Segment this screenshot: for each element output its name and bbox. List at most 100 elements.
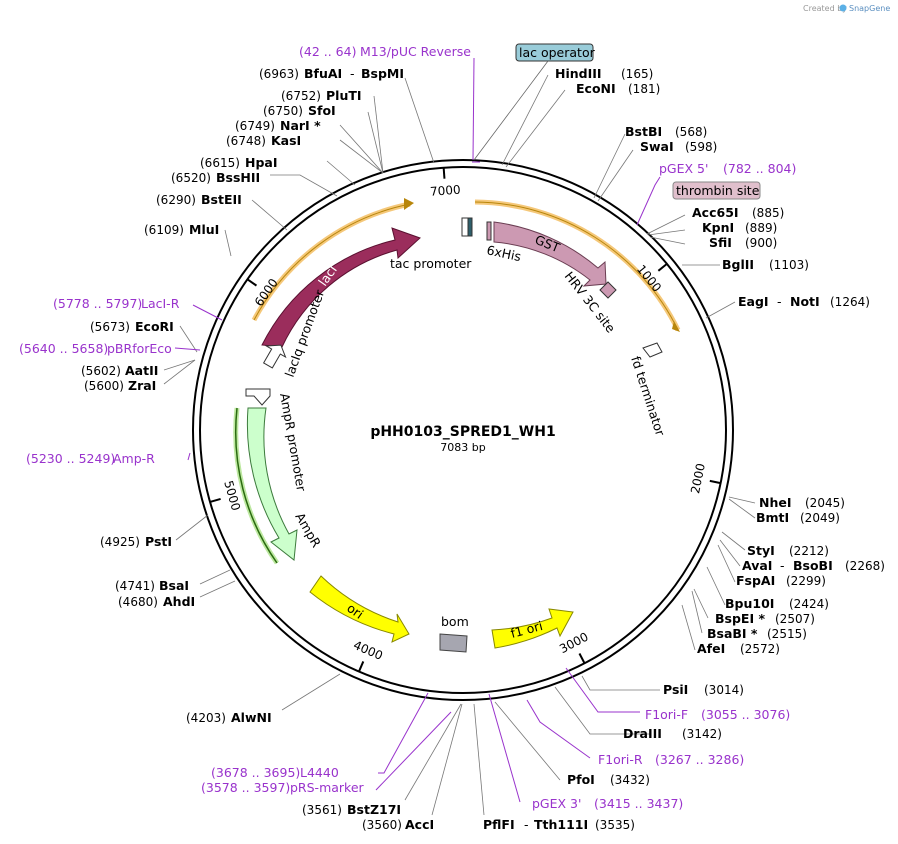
enzyme-PstI[interactable]: PstI — [145, 534, 172, 549]
primer-range: (3578 .. 3597) — [201, 780, 290, 795]
enzyme-pos: (4741) — [115, 579, 155, 593]
primer-range: (5640 .. 5658) — [19, 341, 108, 356]
enzyme-pos: (568) — [675, 125, 707, 139]
enzyme-BsaBI[interactable]: BsaBI * — [707, 626, 758, 641]
enzyme-BstBI[interactable]: BstBI — [625, 124, 662, 139]
primer-pBRforEco[interactable]: pBRforEco — [107, 341, 172, 356]
feature-f1-ori[interactable]: f1 ori — [491, 608, 574, 649]
enzyme-pos: (3142) — [682, 727, 722, 741]
enzyme-BssHII[interactable]: BssHII — [216, 170, 260, 185]
enzyme-AatII[interactable]: AatII — [125, 363, 158, 378]
feature-6xHis[interactable]: 6xHis — [485, 221, 522, 264]
enzyme-AccI[interactable]: AccI — [405, 817, 434, 832]
primer-M13-pUC-Reverse[interactable]: M13/pUC Reverse — [360, 44, 471, 59]
enzyme-PflFI[interactable]: PflFI — [483, 817, 515, 832]
enzyme-AfeI[interactable]: AfeI — [697, 641, 725, 656]
enzyme-PsiI[interactable]: PsiI — [663, 682, 688, 697]
enzyme-StyI[interactable]: StyI — [747, 543, 775, 558]
tick-mark — [442, 167, 446, 179]
enzyme-SfiI[interactable]: SfiI — [709, 235, 732, 250]
feature-ori[interactable]: ori — [309, 575, 410, 643]
enzyme-Bpu10I[interactable]: Bpu10I — [725, 596, 774, 611]
enzyme-AhdI[interactable]: AhdI — [163, 594, 195, 609]
enzyme-BsaI[interactable]: BsaI — [159, 578, 189, 593]
enzyme-HindIII[interactable]: HindIII — [555, 66, 602, 81]
enzyme-BstEII[interactable]: BstEII — [201, 192, 242, 207]
enzyme-HpaI[interactable]: HpaI — [245, 155, 278, 170]
enzyme-FspAI[interactable]: FspAI — [736, 573, 775, 588]
enzyme-pos: (4680) — [118, 595, 158, 609]
enzyme-ZraI[interactable]: ZraI — [128, 378, 156, 393]
enzyme-MluI[interactable]: MluI — [189, 222, 219, 237]
enzyme-KasI[interactable]: KasI — [271, 133, 301, 148]
feature-tac-promoter[interactable]: tac promoter — [390, 217, 473, 271]
enzyme-pos: (4925) — [100, 535, 140, 549]
enzyme-PfoI[interactable]: PfoI — [567, 772, 595, 787]
enzyme-KpnI[interactable]: KpnI — [702, 220, 734, 235]
primer-pGEX-5[interactable]: pGEX 5' — [659, 161, 708, 176]
enzyme-NheI[interactable]: NheI — [759, 495, 792, 510]
enzyme-labels: HindIII (165) EcoNI (181) BstBI (568) Sw… — [81, 66, 885, 832]
enzyme-pos: (3561) — [302, 803, 342, 817]
enzyme-EagI[interactable]: EagI — [738, 294, 769, 309]
tick-mark — [246, 278, 258, 287]
primer-pRS-marker[interactable]: pRS-marker — [290, 780, 365, 795]
primer-pGEX-3[interactable]: pGEX 3' — [532, 796, 581, 811]
tick-label: 7000 — [430, 183, 461, 199]
enzyme-pos: (2212) — [789, 544, 829, 558]
tick-label: 4000 — [351, 638, 385, 663]
enzyme-AlwNI[interactable]: AlwNI — [231, 710, 272, 725]
enzyme-pos: (900) — [745, 236, 777, 250]
plasmid-length: 7083 bp — [440, 441, 485, 454]
primer-F1ori-R[interactable]: F1ori-R — [598, 752, 643, 767]
primer-LacI-R[interactable]: LacI-R — [141, 296, 180, 311]
feature-GST[interactable]: GST — [493, 221, 607, 287]
feature-lacI[interactable]: lacI — [261, 227, 421, 348]
enzyme-pos: (2299) — [786, 574, 826, 588]
primer-range: (5778 .. 5797) — [53, 296, 142, 311]
enzyme-BspEI[interactable]: BspEI * — [715, 611, 765, 626]
enzyme-pos: (3535) — [595, 818, 635, 832]
enzyme-SfoI[interactable]: SfoI — [308, 103, 336, 118]
enzyme-pos: (6752) — [281, 89, 321, 103]
feature-bom[interactable]: bom — [439, 614, 469, 653]
enzyme-pos: (2515) — [767, 627, 807, 641]
AmpR-promoter-label: AmpR promoter — [277, 392, 309, 493]
enzyme-BmtI[interactable]: BmtI — [756, 510, 789, 525]
enzyme-AvaI[interactable]: AvaI — [742, 558, 772, 573]
lac-operator-box[interactable]: lac operator — [473, 43, 596, 161]
enzyme-Acc65I[interactable]: Acc65I — [692, 205, 739, 220]
primer-L4440[interactable]: L4440 — [300, 765, 339, 780]
enzyme-pos: (1264) — [830, 295, 870, 309]
enzyme-NarI[interactable]: NarI * — [280, 118, 321, 133]
enzyme-pos: (181) — [628, 82, 660, 96]
primer-Amp-R[interactable]: Amp-R — [113, 451, 155, 466]
enzyme-DraIII[interactable]: DraIII — [623, 726, 662, 741]
primer-range: (3415 .. 3437) — [594, 796, 683, 811]
enzyme-BfuAI[interactable]: BfuAI — [304, 66, 342, 81]
enzyme-pos: (4203) — [186, 711, 226, 725]
enzyme-BglII[interactable]: BglII — [722, 257, 754, 272]
enzyme-pos: (165) — [621, 67, 653, 81]
enzyme-EcoNI[interactable]: EcoNI — [576, 81, 616, 96]
enzyme-NotI[interactable]: NotI — [790, 294, 820, 309]
tick-label: 1000 — [634, 262, 664, 295]
enzyme-pos: (3014) — [704, 683, 744, 697]
tick-mark — [209, 497, 221, 503]
enzyme-BsoBI[interactable]: BsoBI — [793, 558, 833, 573]
enzyme-pos: (889) — [745, 221, 777, 235]
enzyme-BstZ17I[interactable]: BstZ17I — [347, 802, 401, 817]
enzyme-pos: (3432) — [610, 773, 650, 787]
enzyme-Tth111I[interactable]: Tth111I — [534, 817, 588, 832]
orange-glow-arcs — [233, 198, 681, 565]
enzyme-BspMI[interactable]: BspMI — [361, 66, 404, 81]
enzyme-pos: (5673) — [90, 320, 130, 334]
thrombin-site-box[interactable]: thrombin site — [672, 181, 761, 200]
enzyme-EcoRI[interactable]: EcoRI — [135, 319, 174, 334]
primer-F1ori-F[interactable]: F1ori-F — [645, 707, 688, 722]
feature-fd-terminator[interactable]: fd terminator — [628, 342, 668, 438]
enzyme-pos: (5600) — [84, 379, 124, 393]
enzyme-pos: (3560) — [362, 818, 402, 832]
enzyme-SwaI[interactable]: SwaI — [640, 139, 674, 154]
enzyme-PluTI[interactable]: PluTI — [326, 88, 362, 103]
